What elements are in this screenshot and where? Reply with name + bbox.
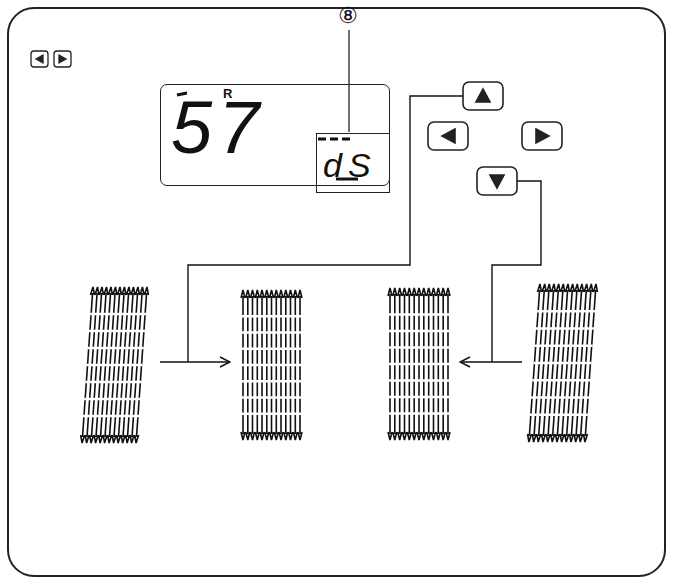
leader-line [348, 30, 349, 132]
stitch-code: dS [323, 148, 377, 182]
arrow-keys-icon [31, 51, 71, 67]
stitch-illustrations [80, 284, 598, 443]
arrow-buttons [428, 82, 562, 195]
display-field: dS [316, 133, 390, 193]
callout-number: ⑧ [338, 5, 358, 27]
stitch-number: 57 [171, 91, 265, 165]
lcd-display: 57RdS [160, 84, 390, 186]
reverse-indicator: R [223, 87, 232, 100]
frame [8, 8, 665, 576]
